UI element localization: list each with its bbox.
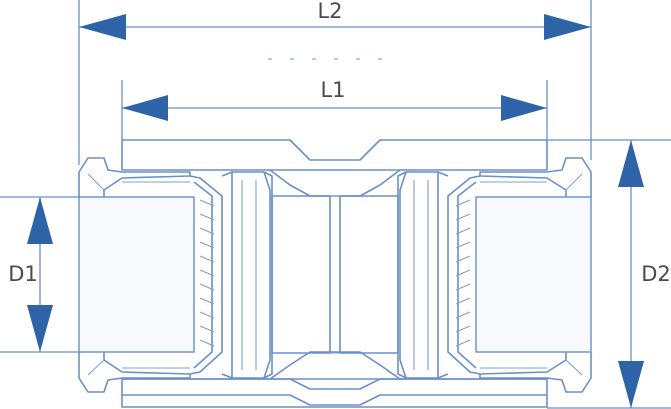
left-grip-ring	[189, 175, 223, 375]
d2-label: D2	[641, 262, 671, 286]
d2-arrow-top	[618, 140, 644, 187]
l1-label: L1	[320, 78, 345, 102]
left-seal-stack	[221, 171, 273, 379]
right-seal-stack	[397, 171, 449, 379]
d1-arrow-bottom	[27, 305, 53, 352]
right-nut	[479, 157, 592, 393]
right-pipe	[475, 196, 592, 353]
l1-arrow-left	[122, 95, 168, 121]
d1-arrow-top	[27, 197, 53, 244]
d1-label: D1	[8, 262, 38, 286]
l2-label: L2	[317, 0, 342, 23]
left-nut	[78, 157, 191, 393]
l2-arrow-right	[544, 14, 591, 40]
d2-dimension: D2	[618, 140, 671, 408]
left-pipe	[78, 196, 195, 353]
center-bore	[271, 195, 399, 354]
l2-arrow-left	[79, 14, 126, 40]
d1-dimension: D1	[8, 197, 53, 352]
right-grip-ring	[447, 175, 481, 375]
d2-arrow-bottom	[618, 361, 644, 408]
l2-dimension: L2	[79, 0, 591, 40]
l1-dimension: L1	[122, 78, 547, 121]
l1-arrow-right	[501, 95, 547, 121]
